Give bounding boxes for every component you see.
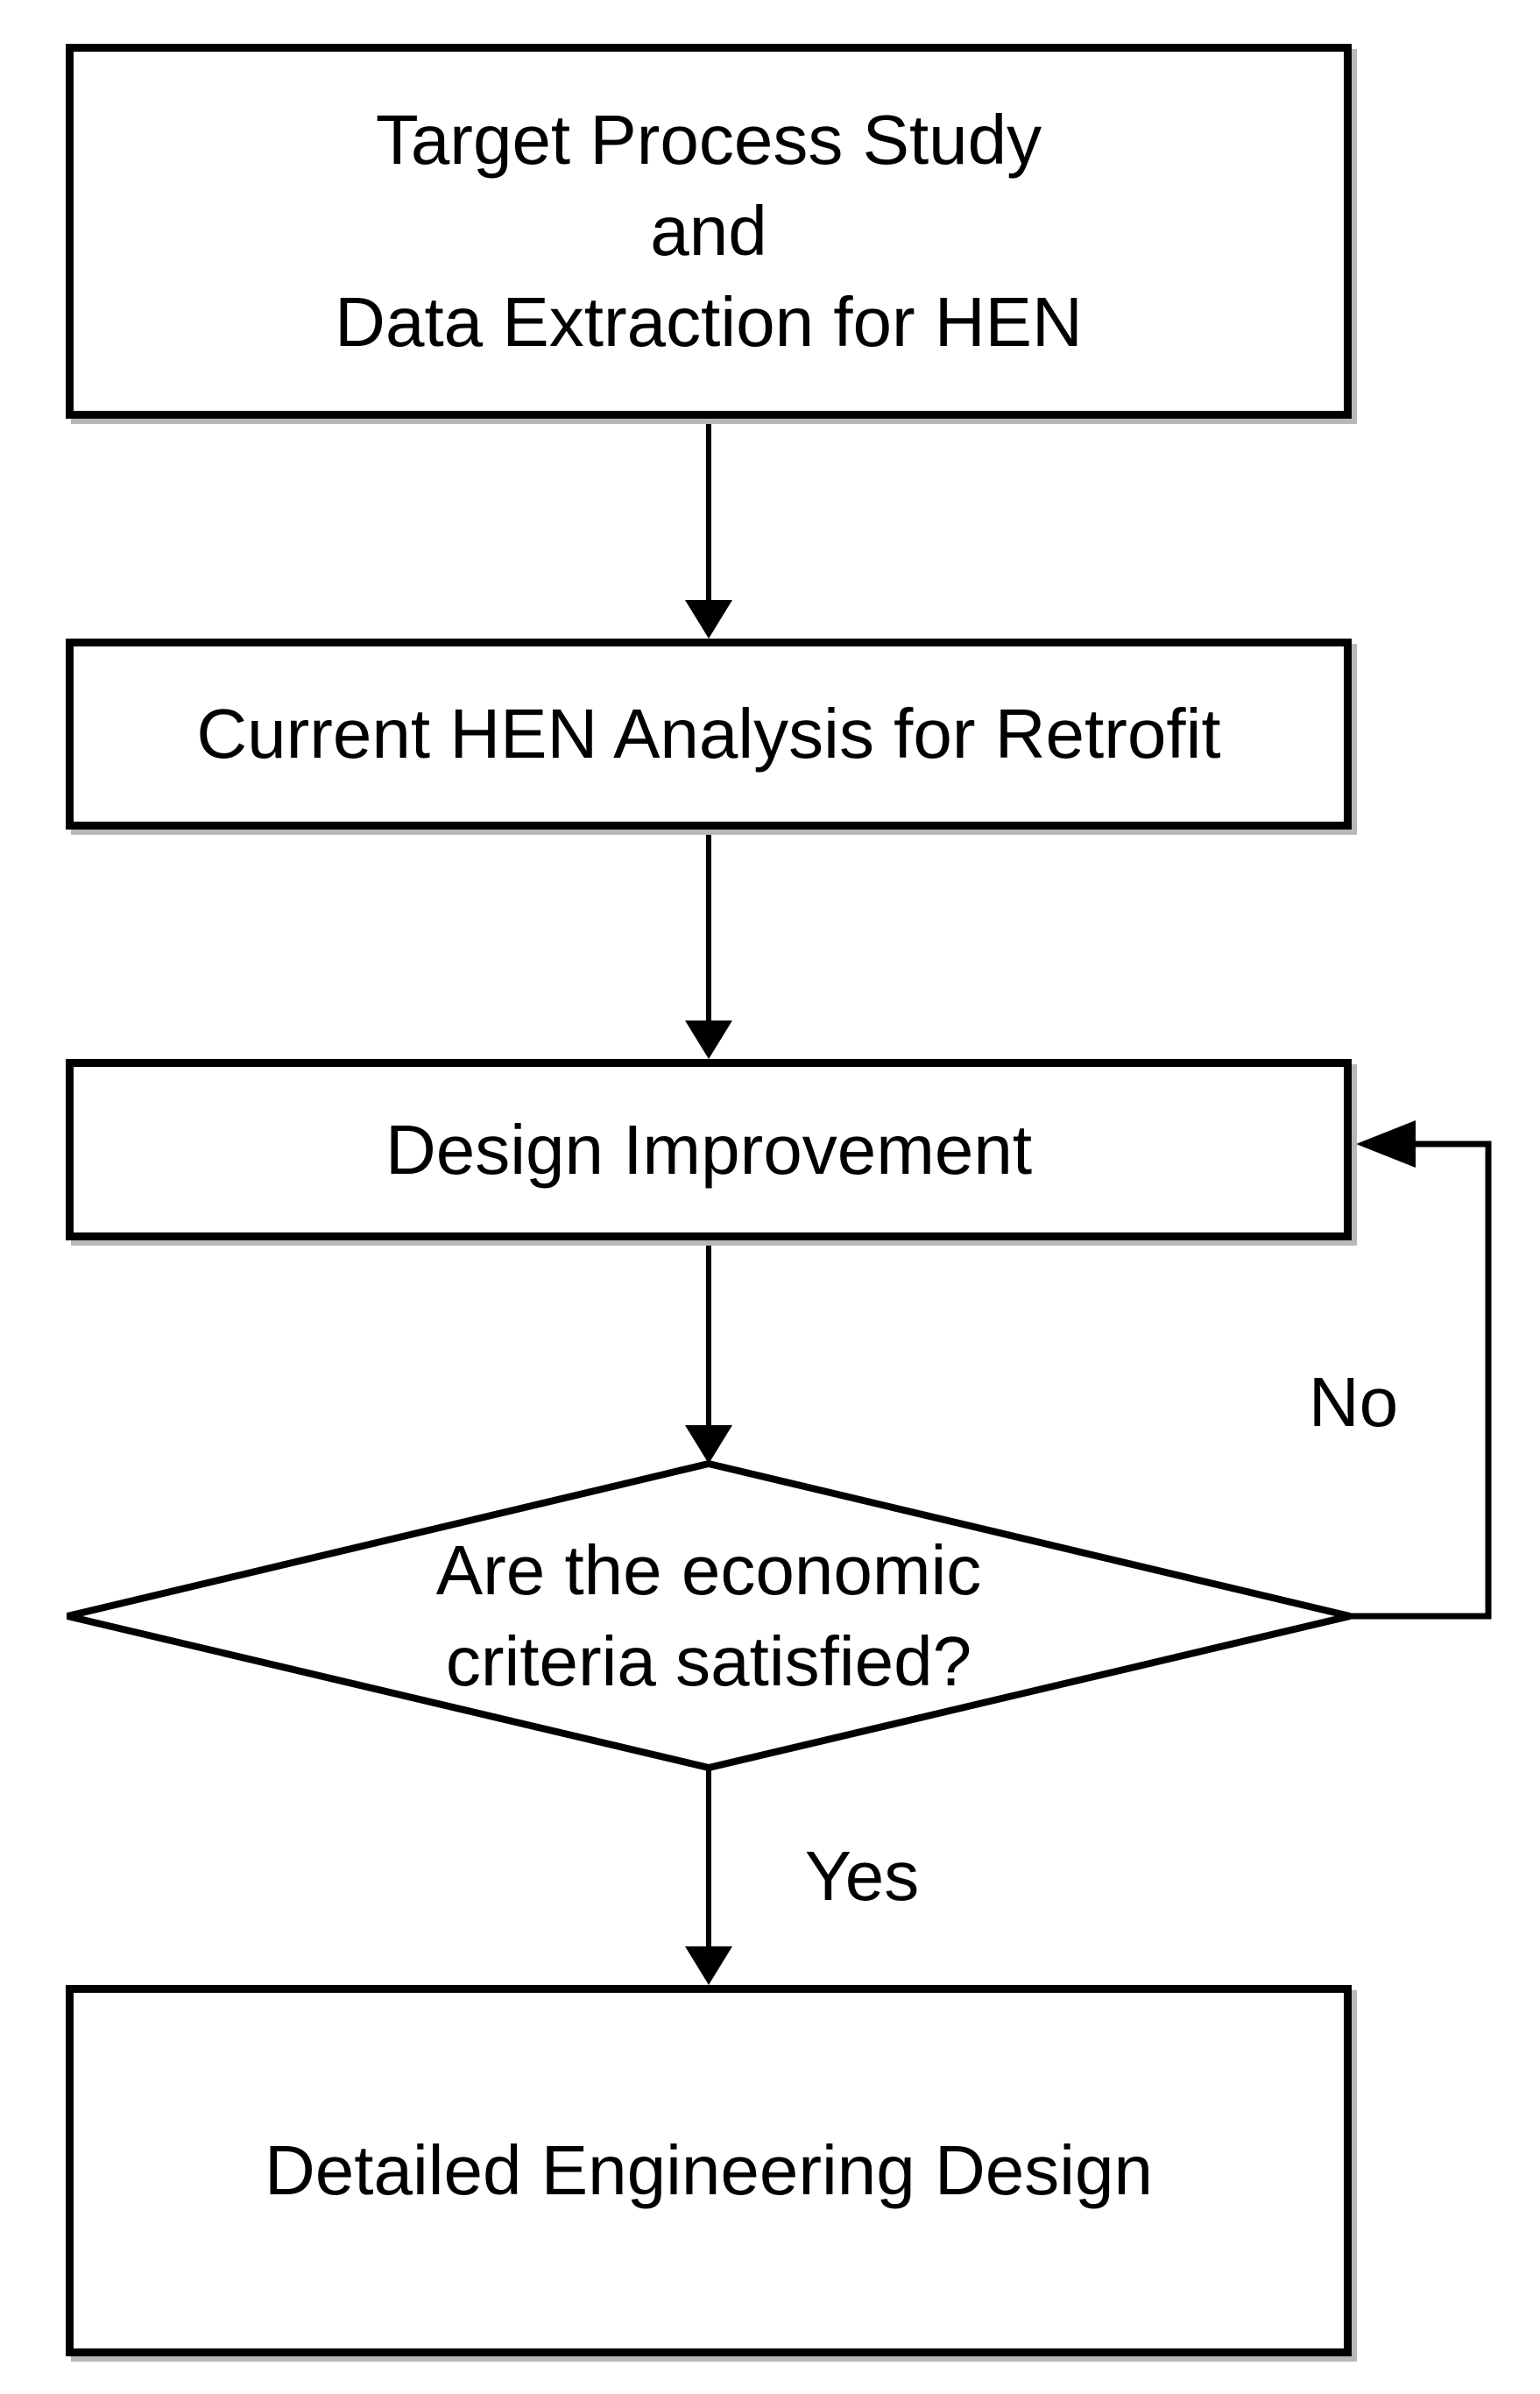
edge-design-to-decision-arrowhead-icon (685, 1425, 732, 1464)
edge-label-no: No (1308, 1362, 1399, 1443)
node-target-process-study: Target Process Study and Data Extraction… (66, 44, 1352, 419)
node-detailed-engineering-design-label: Detailed Engineering Design (265, 2131, 1153, 2209)
edge-yes-arrowhead-icon (685, 1946, 732, 1985)
node-economic-criteria-label: Are the economic criteria satisfied? (435, 1531, 982, 1700)
edge-no-loop-line (1350, 1141, 1492, 1620)
edge-label-yes: Yes (804, 1836, 920, 1917)
node-current-hen-analysis-label: Current HEN Analysis for Retrofit (196, 695, 1221, 773)
node-design-improvement: Design Improvement (66, 1059, 1352, 1240)
edge-analysis-to-design-arrowhead-icon (685, 1020, 732, 1059)
node-current-hen-analysis: Current HEN Analysis for Retrofit (66, 639, 1352, 830)
node-detailed-engineering-design: Detailed Engineering Design (66, 1985, 1352, 2356)
node-design-improvement-label: Design Improvement (385, 1110, 1033, 1189)
edge-no-arrowhead-icon (1356, 1120, 1416, 1168)
edge-target-to-analysis-arrowhead-icon (685, 600, 732, 639)
node-target-process-study-label: Target Process Study and Data Extraction… (335, 101, 1083, 361)
